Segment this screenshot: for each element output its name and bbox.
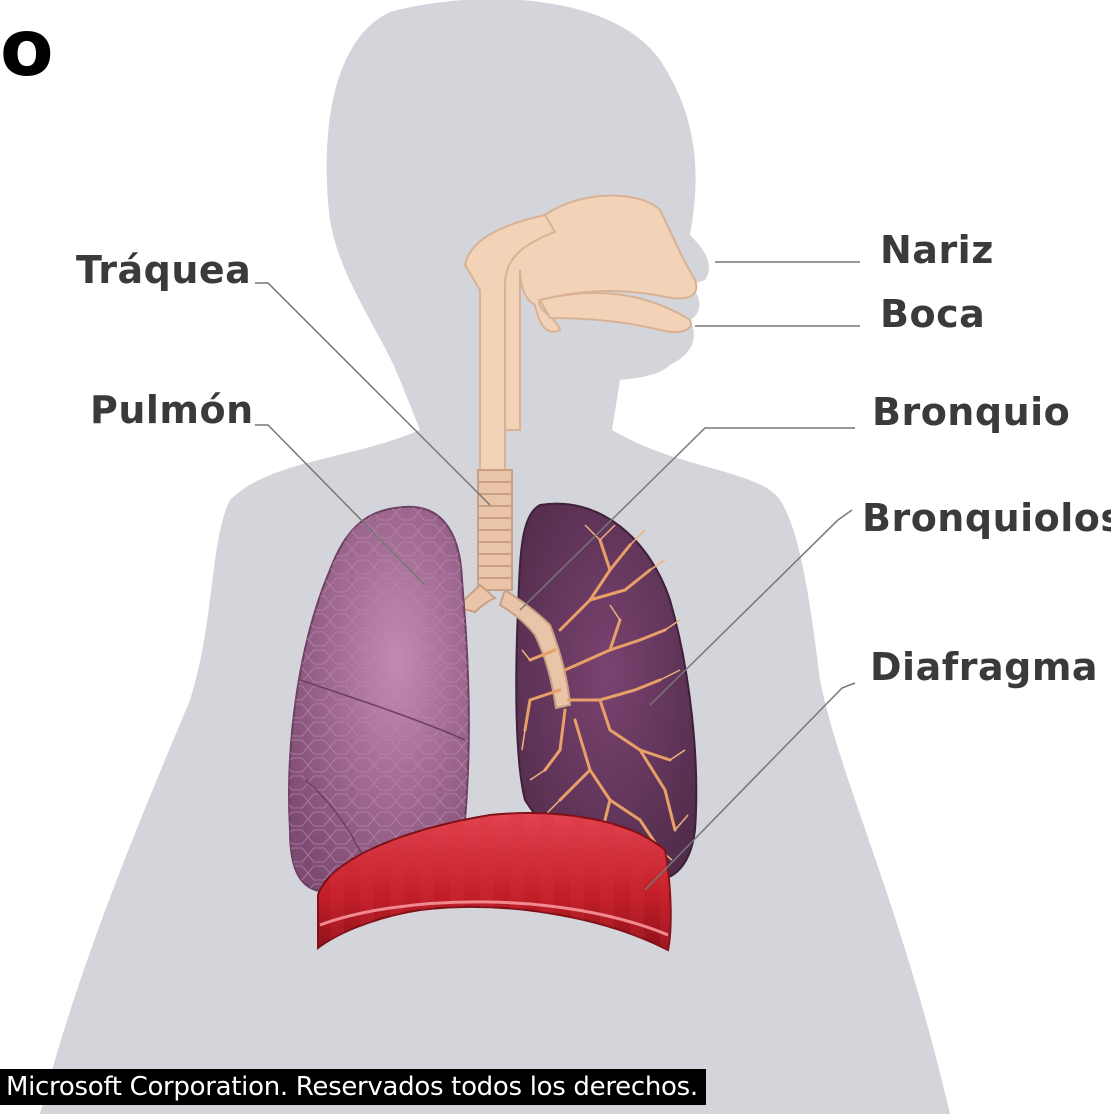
label-boca: Boca bbox=[880, 292, 985, 336]
label-diafragma: Diafragma bbox=[870, 645, 1098, 689]
copyright-notice: Microsoft Corporation. Reservados todos … bbox=[0, 1069, 706, 1105]
label-traquea: Tráquea bbox=[76, 248, 251, 292]
page-title-fragment: o bbox=[0, 10, 54, 88]
label-bronquio: Bronquio bbox=[872, 390, 1070, 434]
label-pulmon: Pulmón bbox=[90, 388, 254, 432]
label-nariz: Nariz bbox=[880, 228, 994, 272]
label-bronquiolos: Bronquiolos bbox=[862, 496, 1111, 540]
